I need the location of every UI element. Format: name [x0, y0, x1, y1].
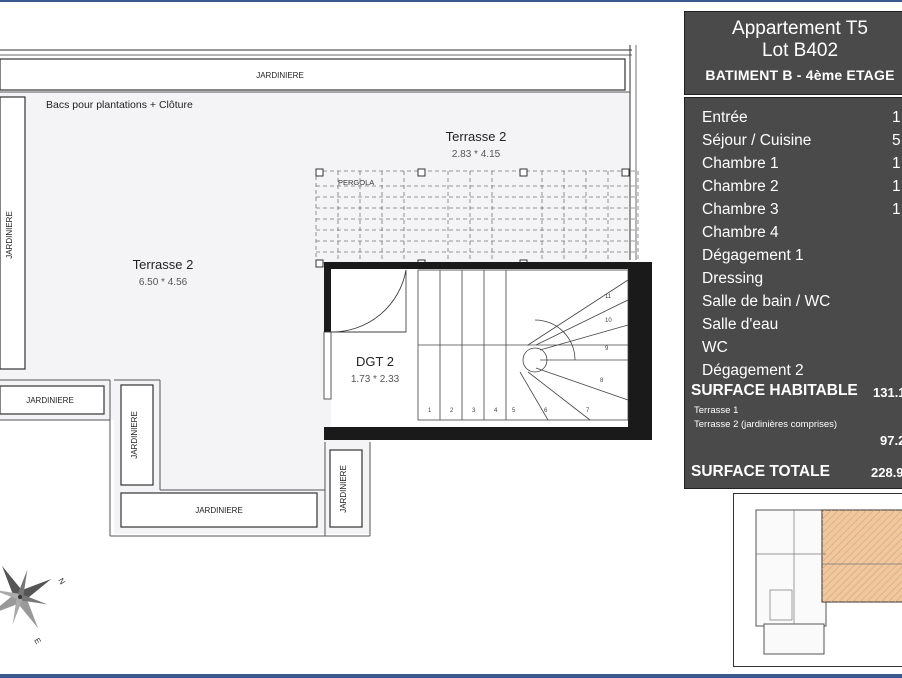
- key-plan-room: [769, 589, 793, 621]
- surface-totale-label: SURFACE TOTALE: [691, 463, 830, 480]
- compass-e: E: [32, 637, 42, 646]
- bottom-rule: [0, 674, 902, 678]
- compass-n: N: [56, 577, 67, 587]
- jardiniere-right: [329, 449, 363, 528]
- floor-plan: JARDINIERE JARDINIERE JARDINIERE JARDINI…: [0, 45, 652, 646]
- dgt-floor: [331, 269, 628, 427]
- jardiniere-right-vertical-label: JARDINIERE: [339, 465, 348, 513]
- stair-number: 9: [605, 346, 609, 352]
- room-name: Chambre 2: [702, 178, 779, 195]
- jardiniere-left-horizontal-label: JARDINIERE: [26, 396, 74, 405]
- key-plan-lot-hatch: [822, 510, 902, 602]
- door-swing: [330, 269, 407, 333]
- jardiniere-mid: [120, 384, 154, 486]
- room-name: Chambre 3: [702, 201, 779, 218]
- terrasse2-label: Terrasse 2 (jardinières comprises): [694, 419, 838, 430]
- stairs: [417, 269, 629, 421]
- key-plan-lower-block: [763, 623, 825, 655]
- terrasse-small-dims: 2.83 * 4.15: [452, 149, 501, 160]
- surfaces-table: Entrée 1 Séjour / Cuisine 5. Chambre 1 1…: [684, 97, 902, 489]
- room-value: 5.: [892, 132, 902, 149]
- room-value: 1: [892, 201, 901, 218]
- surface-habitable-label: SURFACE HABITABLE: [691, 382, 858, 399]
- terrasse-small-name: Terrasse 2: [446, 129, 507, 144]
- jardiniere-mid-vertical-label: JARDINIERE: [130, 411, 139, 459]
- apartment-type: Appartement T5: [732, 18, 868, 39]
- room-value: 1: [892, 155, 901, 172]
- stair-number: 4: [494, 408, 498, 414]
- room-name: Dressing: [702, 270, 764, 287]
- room-value: 1: [892, 109, 901, 126]
- stair-number: 1: [428, 408, 432, 414]
- stair-number: 6: [544, 408, 548, 414]
- dgt-walls: [324, 262, 652, 440]
- stair-number: 5: [512, 408, 516, 414]
- terrasse1-label: Terrasse 1: [694, 405, 739, 416]
- terrasse-large-dims: 6.50 * 4.56: [139, 277, 188, 288]
- room-name: WC: [702, 339, 728, 356]
- room-name: Salle d'eau: [702, 316, 779, 333]
- room-name: Chambre 4: [702, 224, 779, 241]
- stair-number: 2: [450, 408, 454, 414]
- stair-number: 3: [472, 408, 476, 414]
- jardiniere-left-horizontal: [0, 385, 105, 415]
- top-rule: [0, 0, 902, 2]
- exterior-value: 97.2: [880, 433, 902, 448]
- jardiniere-left-vertical-label: JARDINIERE: [5, 211, 14, 259]
- jardiniere-bottom-label: JARDINIERE: [195, 506, 243, 515]
- compass-rose: [0, 565, 52, 629]
- room-value: 1.: [892, 178, 902, 195]
- stair-number: 11: [605, 294, 612, 300]
- stair-number: 7: [586, 408, 590, 414]
- room-name: Chambre 1: [702, 155, 779, 172]
- jardiniere-top-label: JARDINIERE: [256, 71, 304, 80]
- room-name: Salle de bain / WC: [702, 293, 831, 310]
- bacs-note: Bacs pour plantations + Clôture: [46, 99, 193, 111]
- stair-numbers: 1 2 3 4 5 6 7 8 9 10 11: [428, 294, 612, 414]
- stair-number: 8: [600, 378, 604, 384]
- dgt-door-opening: [323, 331, 332, 400]
- dgt-name: DGT 2: [356, 354, 394, 369]
- surface-habitable-value: 131.1: [873, 385, 902, 400]
- surface-totale-value: 228.9: [871, 465, 902, 480]
- room-name: Entrée: [702, 109, 748, 126]
- room-name: Dégagement 2: [702, 362, 804, 379]
- terrasse-large-name: Terrasse 2: [133, 257, 194, 272]
- jardiniere-left: [0, 96, 26, 370]
- lot-number: Lot B402: [761, 40, 839, 61]
- dgt-dims: 1.73 * 2.33: [351, 374, 400, 385]
- jardiniere-bottom: [120, 492, 318, 528]
- jardiniere-top: [0, 58, 626, 91]
- key-plan: [733, 493, 902, 667]
- room-name: Séjour / Cuisine: [702, 132, 812, 149]
- stair-number: 10: [605, 318, 612, 324]
- key-plan-left-block: [755, 509, 827, 627]
- title-block: Appartement T5 Lot B402 BATIMENT B - 4èm…: [684, 11, 902, 95]
- building-floor: BATIMENT B - 4ème ETAGE: [705, 67, 895, 83]
- pergola-label: PERGOLA: [338, 178, 374, 187]
- room-name: Dégagement 1: [702, 247, 804, 264]
- key-plan-drawing: [755, 509, 902, 655]
